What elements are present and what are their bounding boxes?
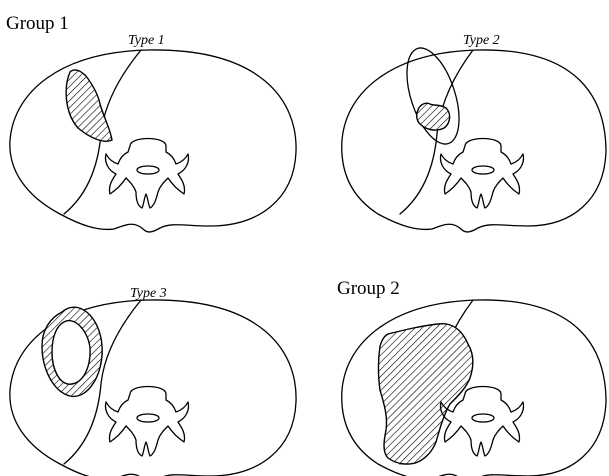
spine-icon <box>105 387 188 457</box>
lesion-type-3 <box>42 307 102 396</box>
fascia-line <box>64 300 141 464</box>
spine-icon <box>105 139 188 209</box>
panel-type-2: Type 2 <box>342 33 606 232</box>
panel-group-2 <box>342 300 606 476</box>
fascia-line <box>400 50 473 214</box>
lesion-type-2 <box>417 103 450 130</box>
lesion-group-2 <box>379 324 473 464</box>
panel-type-1: Type 1 <box>10 33 296 232</box>
type-3-label: Type 3 <box>130 286 167 301</box>
type-2-label: Type 2 <box>463 33 500 48</box>
lesion-type-1 <box>66 70 112 141</box>
group-2-label: Group 2 <box>337 278 400 299</box>
type-1-label: Type 1 <box>128 33 165 48</box>
spine-icon <box>440 139 523 209</box>
group-1-label: Group 1 <box>6 13 69 34</box>
panel-type-3: Type 3 <box>10 286 296 476</box>
kidney-outline <box>397 42 470 151</box>
